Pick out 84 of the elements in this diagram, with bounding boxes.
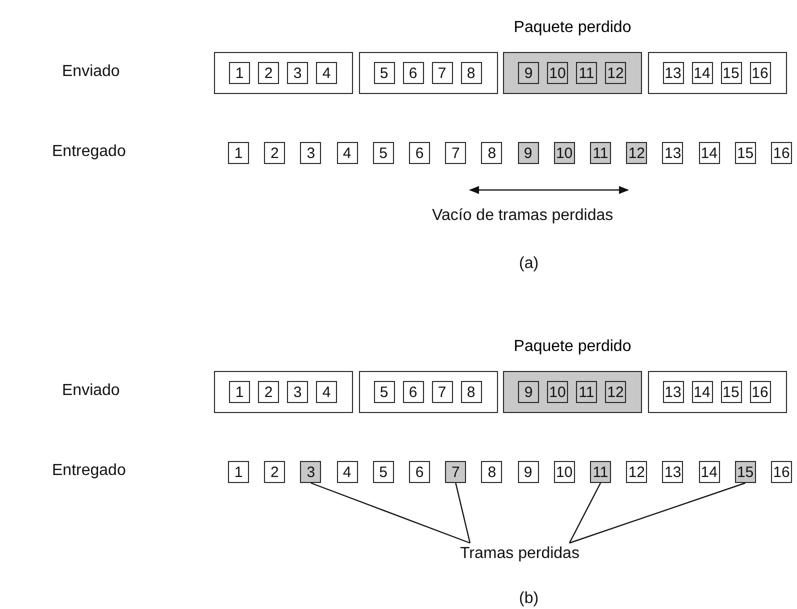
frame-box: 9 [518,461,539,483]
frame-box: 9 [518,142,539,164]
frame-box: 13 [662,381,684,403]
frame-box: 10 [554,142,575,164]
frame-box: 4 [336,142,358,164]
frame-box: 2 [264,461,286,483]
row-label: Entregado [52,462,126,480]
leader-line [310,482,470,544]
frame-box: 6 [402,381,424,403]
frame-box: 8 [481,461,502,483]
row-label: Enviado [62,382,120,400]
frame-box: 8 [460,62,482,84]
caption-text: Vacío de tramas perdidas [432,207,614,225]
frame-box: 12 [605,62,626,84]
frame-box: 6 [402,62,424,84]
frame-box: 16 [750,62,770,84]
frame-box: 9 [518,62,539,84]
frame-box: 9 [518,381,539,403]
packet-box [648,371,786,413]
frame-box: 3 [287,62,308,84]
frame-box: 5 [372,142,394,164]
frame-box: 10 [547,62,568,84]
frame-box: 11 [576,381,597,403]
frame-box: 16 [750,381,770,403]
frame-box: 3 [287,381,308,403]
leader-line [455,482,471,544]
leader-line [569,482,746,544]
frame-box: 4 [316,62,337,84]
frame-box: 16 [771,142,792,164]
frame-box: 3 [300,461,322,483]
frame-box: 11 [590,461,611,483]
frame-box: 11 [590,142,611,164]
frame-box: 4 [316,381,337,403]
packet-box [214,371,353,413]
panel-label: (b) [519,590,539,608]
frame-box: 6 [409,142,430,164]
frame-box: 6 [409,461,430,483]
packet-box [358,52,498,94]
frame-box: 7 [445,142,466,164]
frame-box: 10 [547,381,568,403]
frame-box: 1 [228,142,249,164]
frame-box: 1 [229,381,250,403]
frame-box: 14 [692,381,712,403]
callout-label: Tramas perdidas [460,545,580,563]
frame-box: 8 [481,142,502,164]
frame-box: 2 [264,142,286,164]
frame-box: 8 [460,381,482,403]
frame-box: 4 [336,461,358,483]
frame-box: 13 [662,142,684,164]
packet-heading: Paquete perdido [512,19,632,37]
frame-box: 15 [734,142,756,164]
row-label: Entregado [52,143,126,161]
frame-box: 7 [432,62,452,84]
frame-box: 5 [374,62,394,84]
panel-label: (a) [519,255,539,273]
frame-box: 15 [734,461,756,483]
frame-box: 7 [445,461,466,483]
row-label: Enviado [62,63,120,81]
frame-box: 11 [576,62,597,84]
frame-box: 12 [605,381,626,403]
frame-box: 7 [432,381,452,403]
frame-box: 13 [662,461,684,483]
packet-box [648,52,786,94]
frame-box: 3 [300,142,322,164]
frame-box: 14 [692,62,712,84]
leader-line [568,482,602,544]
frame-box: 10 [554,461,575,483]
frame-box: 5 [374,381,394,403]
frame-box: 12 [626,461,648,483]
frame-box: 12 [626,142,648,164]
frame-box: 2 [258,381,279,403]
frame-box: 5 [372,461,394,483]
frame-box: 14 [698,142,720,164]
frame-box: 15 [720,381,742,403]
frame-box: 2 [258,62,279,84]
frame-box: 14 [698,461,720,483]
packet-box [214,52,353,94]
frame-box: 16 [771,461,792,483]
frame-box: 15 [720,62,742,84]
frame-box: 1 [228,461,249,483]
packet-heading: Paquete perdido [512,338,632,356]
frame-box: 13 [662,62,684,84]
packet-box [358,371,498,413]
frame-box: 1 [229,62,250,84]
